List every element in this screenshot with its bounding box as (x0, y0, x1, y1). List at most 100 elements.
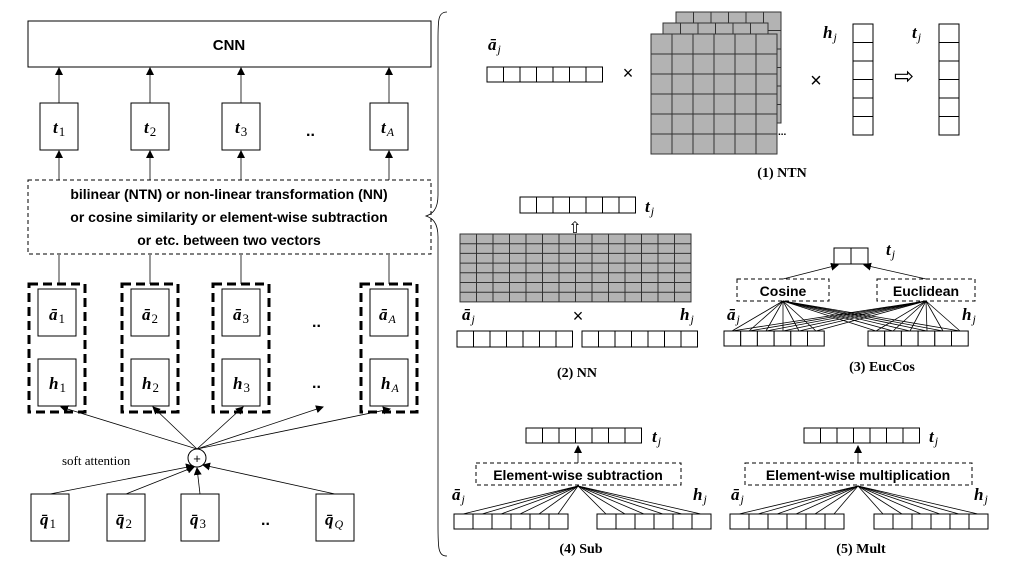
vector-cell (852, 97, 874, 117)
vector-cell (951, 330, 969, 347)
vector-cell (807, 330, 825, 347)
ntn-t-label: tj (912, 23, 922, 44)
vector-cell (886, 427, 904, 444)
t-box-3 (221, 102, 261, 151)
a-label-A: āA (379, 305, 397, 326)
euccos-t-vector (833, 247, 869, 265)
sub-connections (462, 485, 702, 515)
sub-a-label: āj (452, 485, 466, 506)
vector-cell (536, 196, 554, 214)
ntn-tensor (650, 11, 782, 155)
vector-cell (884, 330, 902, 347)
sub-h-vector (596, 513, 712, 530)
nn-matrix (459, 233, 692, 303)
vector-cell (949, 513, 970, 530)
connection-line (892, 300, 927, 332)
left-panel: CNN t1 t2 t3 tA .. bili (27, 20, 432, 542)
vector-cell (525, 427, 543, 444)
nn-caption: (2) NN (557, 366, 597, 381)
vector-cell (615, 513, 636, 530)
vector-cell (519, 196, 537, 214)
ntn-t-vector (938, 23, 960, 136)
vector-cell (558, 427, 576, 444)
vector-cell (608, 427, 626, 444)
connection-line (857, 485, 979, 515)
connection-line (925, 300, 928, 332)
a-ellipsis: .. (312, 314, 321, 331)
sub-t-vector (525, 427, 642, 444)
mult-op-box (744, 462, 973, 486)
vector-cell (723, 330, 742, 347)
cnn-box (27, 20, 432, 68)
vector-cell (552, 66, 570, 83)
q-label-3: q̄3 (190, 510, 206, 531)
vector-cell (489, 330, 507, 348)
vector-cell (934, 330, 952, 347)
ntn-panel: āj × × hj ⇨ tj ... (1) NTN (486, 11, 960, 181)
vector-cell (575, 427, 593, 444)
ntn-h-vector (852, 23, 874, 136)
vector-cell (852, 23, 874, 43)
q-label-2: q̄2 (116, 510, 132, 531)
vector-cell (756, 330, 775, 347)
q-boxes: q̄1 q̄2 q̄3 q̄Q .. (30, 462, 355, 542)
connection-line (925, 300, 961, 332)
t-box-1 (39, 102, 79, 151)
euccos-h-label: hj (962, 305, 976, 326)
transform-line-2: or cosine similarity or element-wise sub… (70, 209, 387, 225)
h-label-A: hA (381, 374, 399, 395)
vector-cell (938, 97, 960, 117)
vector-cell (869, 427, 887, 444)
vector-cell (591, 427, 609, 444)
connection-line (795, 485, 859, 515)
t-to-cnn-arrows (55, 67, 393, 103)
t-boxes: t1 t2 t3 tA .. (39, 102, 409, 151)
q-ellipsis: .. (261, 512, 270, 529)
mult-t-vector (803, 427, 920, 444)
connection-line (782, 300, 800, 332)
vector-cell (691, 513, 712, 530)
cosine-label: Cosine (760, 283, 807, 299)
vector-cell (938, 23, 960, 43)
connection-line (757, 485, 859, 515)
connection-line (814, 485, 859, 515)
vector-cell (748, 513, 769, 530)
vector-cell (680, 330, 698, 348)
vector-cell (506, 330, 524, 348)
connection-line (857, 485, 884, 515)
vector-cell (803, 427, 821, 444)
ntn-dots: ... (778, 127, 787, 138)
a-label-1: ā1 (49, 305, 65, 326)
connection-line (765, 300, 784, 332)
cnn-label: CNN (213, 37, 246, 54)
vector-cell (672, 513, 693, 530)
vector-cell (456, 330, 474, 348)
vector-cell (873, 513, 894, 530)
vector-cell (522, 330, 540, 348)
nn-h-vector (581, 330, 698, 348)
vector-cell (790, 330, 808, 347)
ntn-caption: (1) NTN (757, 166, 806, 181)
vector-cell (614, 330, 632, 348)
sub-op-label: Element-wise subtraction (493, 467, 663, 483)
vector-cell (938, 116, 960, 136)
mult-a-label: āj (731, 485, 745, 506)
connection-line (577, 485, 702, 515)
vector-cell (852, 60, 874, 80)
ntn-times-2: × (810, 70, 822, 92)
t-label-1: t1 (53, 118, 65, 139)
nn-t-vector (519, 196, 636, 214)
vector-cell (486, 66, 504, 83)
vector-cell (585, 196, 603, 214)
vector-cell (729, 513, 750, 530)
connection-line (857, 485, 960, 515)
vector-cell (552, 196, 570, 214)
connection-line (731, 300, 784, 332)
vector-cell (542, 427, 560, 444)
vector-cell (664, 330, 682, 348)
vector-cell (602, 196, 620, 214)
nn-up-arrow: ⇧ (568, 220, 581, 237)
vector-cell (740, 330, 758, 347)
connection-line (557, 485, 579, 515)
a-label-3: ā3 (233, 305, 249, 326)
